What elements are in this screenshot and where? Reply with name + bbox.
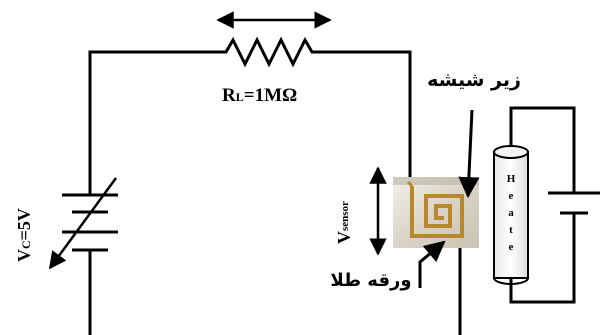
heater-letter-5: e <box>509 241 514 253</box>
supply-battery-symbol <box>48 177 118 270</box>
gold-pointer-arrow <box>418 240 446 288</box>
wire-right-top <box>320 50 412 180</box>
gold-electrode-pattern <box>410 186 464 238</box>
glass-substrate-label: زیر شیشه <box>427 69 521 91</box>
load-resistor-label: RL=1MΩ <box>222 85 297 106</box>
heater-letter-2: e <box>509 190 514 202</box>
gold-sheet-label: ورقه طلا <box>330 270 411 291</box>
heater-letter-4: t <box>509 224 513 236</box>
variable-supply-arrow <box>48 177 118 270</box>
heater-letter-1: H <box>507 173 516 185</box>
heater-wire-loop <box>509 106 576 304</box>
wire-left-top <box>88 50 216 335</box>
heater-letter-3: a <box>508 207 514 219</box>
sensor-voltage-label: Vsensor <box>334 201 354 244</box>
supply-voltage-label: VC=5V <box>14 208 34 262</box>
heater-battery-symbol <box>548 191 600 215</box>
gas-sensor-photo <box>393 177 479 248</box>
glass-pointer-arrow <box>458 109 480 199</box>
load-resistor-symbol <box>216 36 320 68</box>
heater-cylinder <box>493 145 529 285</box>
